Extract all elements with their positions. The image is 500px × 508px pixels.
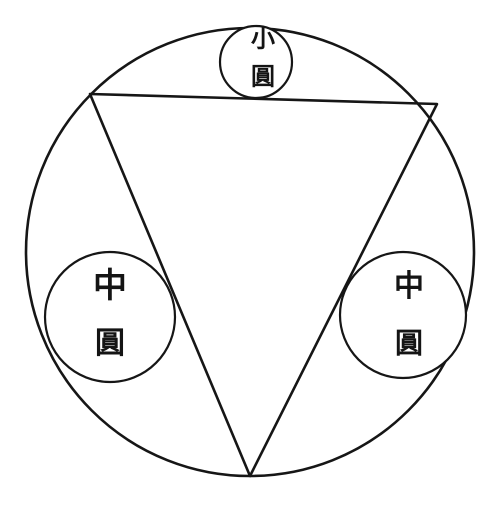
right-circle-label-1: 中 [394, 269, 424, 304]
right-circle-label-2: 圓 [395, 327, 423, 360]
medium-circle-right [338, 250, 468, 380]
medium-circle-left [43, 250, 177, 384]
left-circle-label-1: 中 [93, 266, 127, 306]
left-circle-label-2: 圓 [95, 326, 125, 361]
small-circle-top [218, 24, 294, 100]
top-circle-label-1: 小 [251, 24, 275, 53]
top-circle-label-2: 圓 [251, 62, 275, 91]
inscribed-triangle [88, 92, 439, 478]
